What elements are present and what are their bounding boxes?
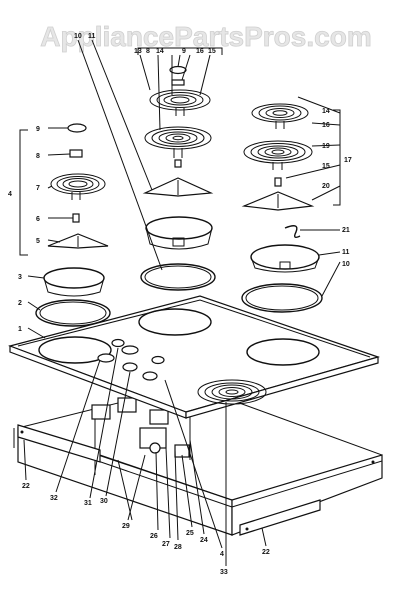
label-30: 30	[100, 498, 108, 505]
label-6: 6	[36, 216, 40, 223]
label-4-left: 4	[8, 191, 12, 198]
center-burner-assembly	[137, 47, 223, 197]
label-16-right: 16	[322, 122, 330, 129]
label-1: 1	[18, 326, 22, 333]
label-21: 21	[342, 227, 350, 234]
label-31: 31	[84, 500, 92, 507]
label-11-top: 11	[88, 33, 96, 40]
part-labels: 10 11 13 8 14 9 16 15 14 16 19 15 17 20 …	[8, 33, 352, 576]
label-25: 25	[186, 530, 194, 537]
right-burner-assembly	[241, 103, 341, 239]
label-28: 28	[174, 544, 182, 551]
label-2: 2	[18, 300, 22, 307]
label-4-bottom: 4	[220, 551, 224, 558]
label-17: 17	[344, 157, 352, 164]
label-22-left: 22	[22, 483, 30, 490]
label-18: 10	[342, 261, 350, 268]
label-8-top: 8	[146, 48, 150, 55]
label-5: 5	[36, 238, 40, 245]
label-14-right: 14	[322, 108, 330, 115]
label-33: 33	[220, 569, 228, 576]
left-burner-assembly	[19, 123, 109, 256]
label-3: 3	[18, 274, 22, 281]
label-27: 27	[162, 541, 170, 548]
label-20: 20	[322, 183, 330, 190]
leader-lines	[23, 39, 341, 566]
label-15-top: 15	[208, 48, 216, 55]
label-8-left: 8	[36, 153, 40, 160]
label-29: 29	[122, 523, 130, 530]
label-15-right: 15	[322, 163, 330, 170]
cooktop-main-top	[8, 295, 381, 419]
installed-burner-front-right	[197, 379, 267, 405]
label-9-left: 9	[36, 126, 40, 133]
label-11-right: 11	[342, 249, 350, 256]
trim-rings	[35, 216, 323, 327]
label-26: 26	[150, 533, 158, 540]
label-16-top: 16	[196, 48, 204, 55]
label-22-right: 22	[262, 549, 270, 556]
label-32: 32	[50, 495, 58, 502]
label-13: 13	[134, 48, 142, 55]
label-19: 19	[322, 143, 330, 150]
label-7: 7	[36, 185, 40, 192]
watermark-text: AppliancePartsPros.com	[40, 21, 371, 52]
label-24: 24	[200, 537, 208, 544]
label-9-top: 9	[182, 48, 186, 55]
burner-box	[13, 384, 383, 536]
label-10-top: 10	[74, 33, 82, 40]
label-14-top: 14	[156, 48, 164, 55]
